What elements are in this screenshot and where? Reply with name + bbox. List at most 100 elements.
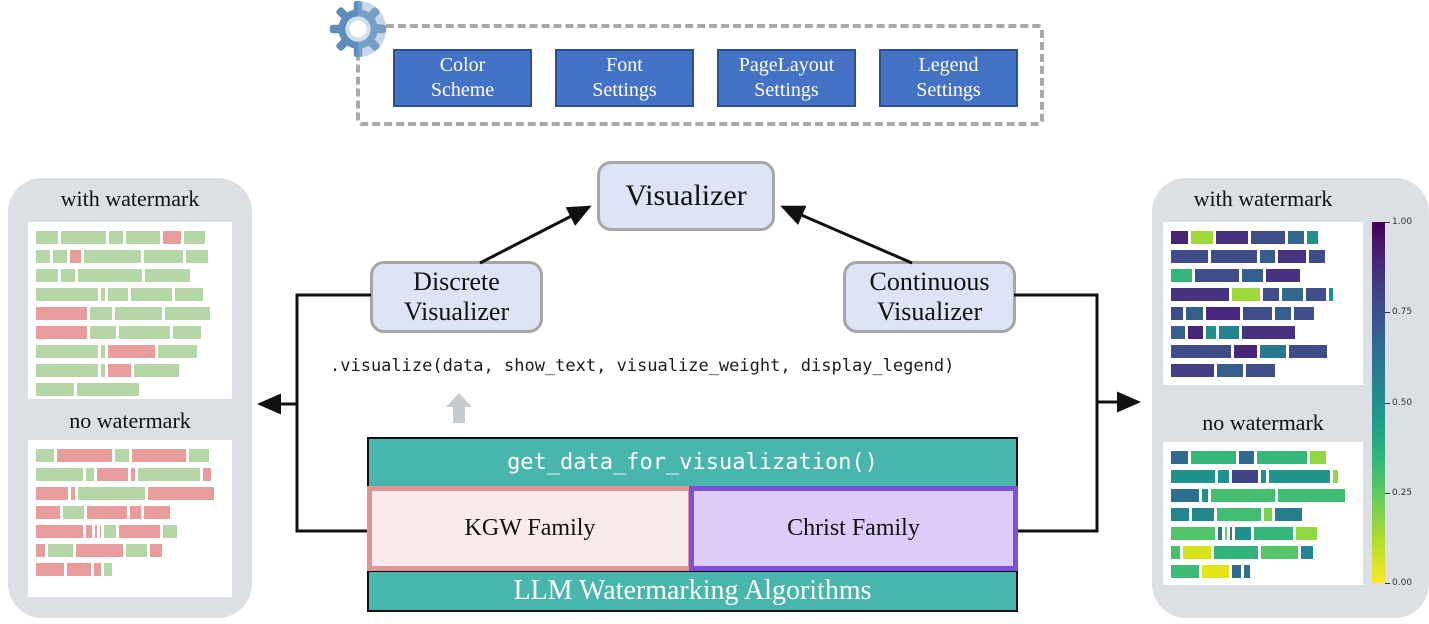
token-block bbox=[1245, 364, 1276, 377]
token-block bbox=[183, 231, 206, 244]
token-block bbox=[1263, 508, 1272, 521]
token-block bbox=[115, 307, 163, 320]
left-no-watermark-label: no watermark bbox=[69, 408, 191, 433]
token-row bbox=[36, 288, 224, 301]
token-row bbox=[1171, 288, 1355, 301]
token-block bbox=[36, 288, 99, 301]
token-block bbox=[1217, 364, 1243, 377]
token-block bbox=[1187, 326, 1204, 339]
token-block bbox=[186, 250, 208, 263]
token-block bbox=[1268, 470, 1330, 483]
settings-box: Color Scheme bbox=[393, 49, 532, 107]
token-block bbox=[203, 468, 211, 481]
left-result-panel: with watermark no watermark bbox=[8, 178, 252, 618]
right-no-watermark-tokens bbox=[1163, 442, 1363, 585]
token-block bbox=[148, 487, 215, 500]
token-block bbox=[132, 449, 186, 462]
token-block bbox=[188, 449, 209, 462]
token-row bbox=[36, 326, 224, 339]
token-block bbox=[108, 231, 123, 244]
token-block bbox=[1296, 527, 1318, 540]
token-block bbox=[1306, 288, 1327, 301]
token-row bbox=[1171, 489, 1355, 502]
token-block bbox=[1171, 250, 1208, 263]
token-block bbox=[118, 525, 160, 538]
token-row bbox=[36, 383, 224, 396]
token-block bbox=[1171, 546, 1181, 559]
token-block bbox=[93, 563, 102, 576]
token-block bbox=[163, 525, 178, 538]
token-block bbox=[1300, 546, 1313, 559]
discrete-visualizer-node: Discrete Visualizer bbox=[370, 261, 543, 333]
token-block bbox=[1250, 231, 1285, 244]
token-block bbox=[174, 288, 204, 301]
token-block bbox=[94, 525, 97, 538]
token-block bbox=[172, 326, 201, 339]
token-block bbox=[1171, 364, 1215, 377]
token-row bbox=[1171, 565, 1355, 578]
token-block bbox=[1232, 565, 1242, 578]
left-with-watermark-tokens bbox=[28, 222, 232, 399]
colorbar-tick: 0.50 bbox=[1385, 398, 1412, 408]
token-row bbox=[1171, 250, 1355, 263]
continuous-visualizer-node: Continuous Visualizer bbox=[843, 261, 1016, 333]
token-block bbox=[36, 307, 87, 320]
token-row bbox=[1171, 527, 1355, 540]
kgw-family-box: KGW Family bbox=[367, 486, 693, 571]
token-block bbox=[1215, 231, 1248, 244]
token-row bbox=[36, 468, 224, 481]
token-block bbox=[1218, 470, 1230, 483]
token-row bbox=[1171, 451, 1355, 464]
token-block bbox=[1265, 269, 1300, 282]
token-block bbox=[60, 269, 75, 282]
token-block bbox=[1195, 269, 1240, 282]
token-block bbox=[53, 250, 68, 263]
token-block bbox=[1171, 288, 1229, 301]
token-block bbox=[1329, 288, 1334, 301]
token-block bbox=[1254, 527, 1294, 540]
token-block bbox=[143, 506, 171, 519]
token-block bbox=[77, 269, 142, 282]
token-block bbox=[150, 544, 162, 557]
token-block bbox=[1278, 489, 1345, 502]
token-block bbox=[1171, 231, 1189, 244]
token-block bbox=[101, 364, 105, 377]
settings-box: Legend Settings bbox=[879, 49, 1018, 107]
token-block bbox=[1218, 326, 1239, 339]
token-block bbox=[1231, 288, 1260, 301]
token-block bbox=[119, 326, 170, 339]
token-row bbox=[36, 250, 224, 263]
token-block bbox=[1274, 508, 1302, 521]
token-block bbox=[62, 506, 85, 519]
token-block bbox=[138, 468, 201, 481]
token-block bbox=[36, 326, 87, 339]
colorbar-tick: 0.25 bbox=[1385, 488, 1412, 498]
token-block bbox=[125, 544, 148, 557]
token-block bbox=[107, 364, 132, 377]
token-row bbox=[1171, 470, 1355, 483]
token-block bbox=[36, 449, 54, 462]
token-block bbox=[76, 383, 139, 396]
token-block bbox=[144, 269, 190, 282]
token-block bbox=[143, 250, 184, 263]
token-block bbox=[86, 468, 94, 481]
token-block bbox=[1183, 546, 1211, 559]
token-block bbox=[107, 288, 128, 301]
token-block bbox=[36, 544, 46, 557]
token-block bbox=[70, 250, 82, 263]
token-block bbox=[1211, 489, 1276, 502]
token-block bbox=[89, 307, 113, 320]
token-block bbox=[131, 468, 136, 481]
token-block bbox=[60, 231, 106, 244]
token-block bbox=[89, 326, 117, 339]
right-with-watermark-tokens bbox=[1163, 222, 1363, 385]
token-block bbox=[86, 525, 92, 538]
token-block bbox=[1171, 326, 1185, 339]
token-block bbox=[1210, 250, 1257, 263]
token-block bbox=[1191, 451, 1236, 464]
token-block bbox=[130, 288, 172, 301]
token-row bbox=[36, 345, 224, 358]
token-block bbox=[134, 364, 180, 377]
